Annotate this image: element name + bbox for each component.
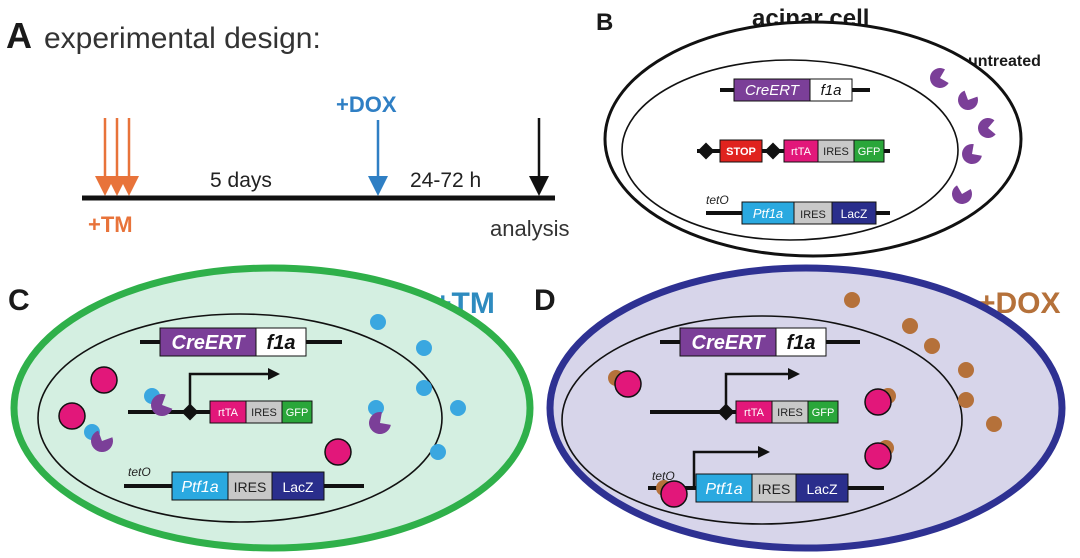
creert-protein-icons: [930, 68, 996, 204]
ptf1a-construct-c: tetO Ptf1a IRES LacZ: [124, 465, 364, 501]
pacman-icon: [978, 118, 996, 138]
panel-c: C +TM CreERT f1a rtTA IRES GFP tetO: [8, 264, 534, 552]
pacman-icon: [369, 412, 391, 434]
creert-construct: CreERT f1a: [720, 78, 870, 102]
ires-label-c: IRES: [251, 407, 277, 419]
panel-a: A experimental design: +TM 5 days +DOX 2…: [6, 15, 569, 241]
rtta-protein-icon: [324, 438, 352, 466]
rtta-label: rtTA: [791, 146, 812, 158]
rtta-protein-icon: [660, 480, 688, 508]
ptf1a-label: Ptf1a: [753, 206, 783, 221]
dox-dot-icon: [924, 338, 940, 354]
tm-dot-icon: [416, 380, 432, 396]
tm-dot-icon: [450, 400, 466, 416]
ires-label: IRES: [823, 146, 849, 158]
panel-b: B acinar cell untreated CreERT f1a STOP …: [596, 5, 1041, 258]
panel-c-letter: C: [8, 284, 30, 317]
ptf1a-construct: tetO Ptf1a IRES LacZ: [706, 193, 890, 225]
panel-a-letter: A: [6, 15, 32, 56]
transcription-arrow-icon: [758, 446, 770, 458]
transcription-arrow-icon: [788, 368, 800, 380]
gfp-label: GFP: [858, 146, 881, 158]
rtta-protein-icon: [90, 366, 118, 394]
ires-label-d2: IRES: [758, 481, 791, 497]
pacman-icon: [91, 430, 113, 452]
rtta-protein-icon: [864, 388, 892, 416]
lacz-label: LacZ: [841, 207, 868, 221]
creert-label: CreERT: [745, 82, 801, 99]
teto-label-d: tetO: [652, 469, 675, 483]
creert-construct-d: CreERT f1a: [660, 327, 860, 357]
pacman-icon: [962, 144, 982, 164]
gfp-label-c: GFP: [286, 407, 309, 419]
stop-label: STOP: [726, 146, 756, 158]
loxp-right-icon: [764, 142, 782, 160]
tm-label: +TM: [88, 212, 133, 237]
loxp-icon: [181, 403, 199, 421]
untreated-label: untreated: [968, 53, 1041, 70]
stop-construct: STOP rtTA IRES GFP: [697, 139, 890, 163]
ires-label-2: IRES: [800, 209, 826, 221]
pacman-icon: [951, 185, 972, 204]
gfp-label-d: GFP: [812, 407, 835, 419]
transcription-arrow-icon: [268, 368, 280, 380]
panel-d-letter: D: [534, 284, 556, 317]
creert-label-d: CreERT: [692, 332, 767, 354]
creert-tm-icons-c: [84, 388, 391, 452]
dox-dot-icon: [844, 292, 860, 308]
ires-label-c2: IRES: [234, 479, 267, 495]
panel-d: D +DOX CreERT f1a rtTA IRES GFP tetO: [534, 264, 1066, 552]
analysis-label: analysis: [490, 216, 569, 241]
ires-label-d: IRES: [777, 407, 803, 419]
panel-b-letter: B: [596, 9, 613, 36]
rtta-protein-icon: [864, 442, 892, 470]
dox-dot-icon: [902, 318, 918, 334]
loxp-left-icon: [697, 142, 715, 160]
interval-5-days: 5 days: [210, 169, 272, 192]
creert-label-c: CreERT: [172, 332, 247, 354]
creert-construct-c: CreERT f1a: [140, 327, 342, 357]
rtta-construct-c: rtTA IRES GFP: [128, 368, 313, 424]
rtta-dox-icons-d: [608, 370, 896, 508]
pacman-icon: [151, 394, 173, 416]
teto-label: tetO: [706, 193, 729, 207]
rtta-protein-icon: [614, 370, 642, 398]
dox-dot-icon: [958, 392, 974, 408]
ptf1a-label-c: Ptf1a: [181, 479, 218, 496]
ptf1a-label-d: Ptf1a: [705, 481, 742, 498]
ptf1a-construct-d: tetO Ptf1a IRES LacZ: [648, 446, 884, 503]
dox-label: +DOX: [336, 92, 397, 117]
rtta-label-c: rtTA: [218, 407, 239, 419]
f1a-label: f1a: [821, 82, 842, 99]
dox-dots-d: [844, 292, 1002, 432]
tm-arrows: [95, 118, 139, 196]
dox-dot-icon: [986, 416, 1002, 432]
tm-dot-icon: [430, 444, 446, 460]
rtta-construct-d: rtTA IRES GFP: [650, 368, 839, 424]
loxp-icon: [717, 403, 735, 421]
pacman-icon: [958, 90, 978, 110]
tm-dot-icon: [416, 340, 432, 356]
panel-a-title: experimental design:: [44, 22, 321, 55]
rtta-label-d: rtTA: [744, 407, 765, 419]
tm-dots-c: [370, 314, 466, 460]
teto-label-c: tetO: [128, 465, 151, 479]
f1a-label-c: f1a: [267, 332, 296, 354]
dox-dot-icon: [958, 362, 974, 378]
rtta-protein-icons-c: [58, 366, 352, 466]
lacz-label-d: LacZ: [806, 481, 838, 497]
pacman-icon: [930, 68, 949, 89]
tm-dot-icon: [370, 314, 386, 330]
interval-24-72h: 24-72 h: [410, 169, 481, 192]
lacz-label-c: LacZ: [282, 479, 314, 495]
rtta-protein-icon: [58, 402, 86, 430]
f1a-label-d: f1a: [787, 332, 816, 354]
